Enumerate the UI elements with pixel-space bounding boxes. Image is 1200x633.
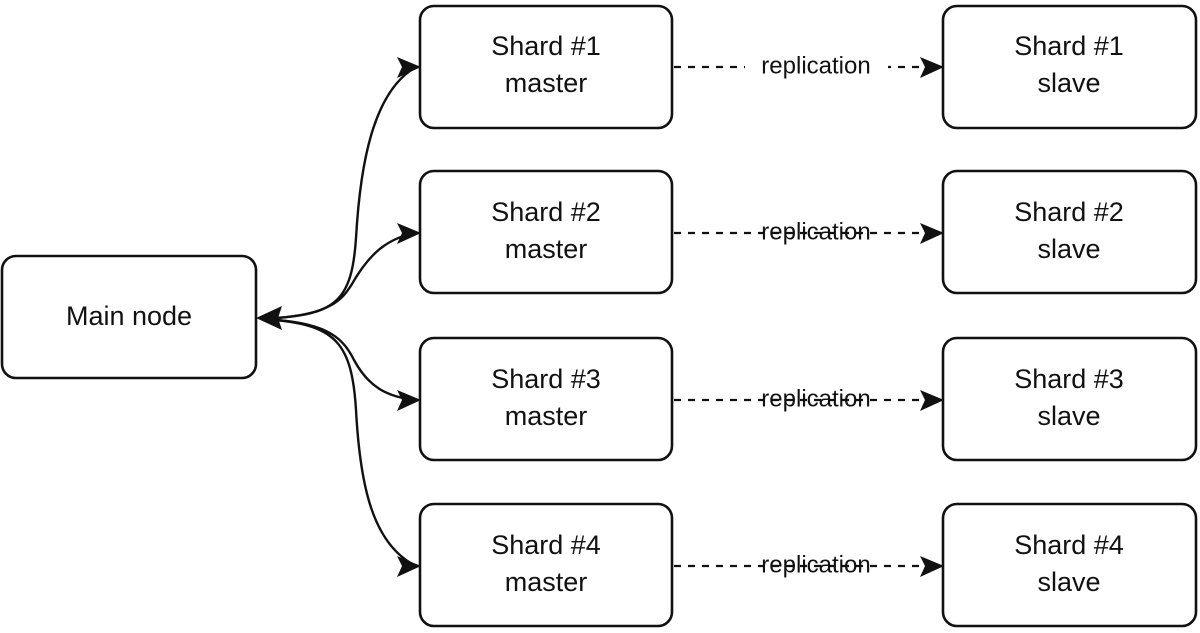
replication-label-2: replication: [761, 218, 870, 245]
connector-main-to-shard4: [275, 318, 417, 568]
shard-4-slave-label-line2: slave: [1037, 567, 1100, 597]
shard-4-master-label-line1: Shard #4: [491, 530, 601, 560]
replication-label-backdrop-1: [745, 53, 888, 81]
arrowhead-into-shard2-slave: [920, 223, 944, 244]
shard-4-slave[interactable]: Shard #4 slave: [941, 502, 1198, 628]
connector-main-to-shard1: [275, 65, 417, 320]
shard-4-master-box[interactable]: [418, 502, 674, 628]
shard-4-master[interactable]: Shard #4 master: [418, 502, 674, 628]
arrowhead-into-shard4-slave: [920, 556, 944, 577]
shard-3-slave-box[interactable]: [941, 336, 1198, 462]
shard-2-slave-label-line2: slave: [1037, 234, 1100, 264]
shard-row-2: replication Shard #2 master Shard #2 sla…: [418, 169, 1198, 295]
shard-1-slave-label-line2: slave: [1037, 68, 1100, 98]
shard-3-slave[interactable]: Shard #3 slave: [941, 336, 1198, 462]
shard-1-slave-label-line1: Shard #1: [1014, 31, 1124, 61]
shard-1-master-label-line1: Shard #1: [491, 31, 601, 61]
shard-3-master-label-line2: master: [505, 401, 588, 431]
shard-2-master[interactable]: Shard #2 master: [418, 169, 674, 295]
replication-label-4: replication: [761, 551, 870, 578]
shard-1-master-box[interactable]: [418, 4, 674, 130]
shard-3-master[interactable]: Shard #3 master: [418, 336, 674, 462]
shard-3-master-label-line1: Shard #3: [491, 364, 601, 394]
replication-label-3: replication: [761, 385, 870, 412]
shard-row-1: replication Shard #1 master Shard #1 sla…: [418, 4, 1198, 130]
arrowhead-into-shard4-master: [397, 556, 421, 577]
main-node-label: Main node: [66, 301, 192, 331]
shard-2-slave[interactable]: Shard #2 slave: [941, 169, 1198, 295]
shard-4-master-label-line2: master: [505, 567, 588, 597]
shard-2-slave-label-line1: Shard #2: [1014, 197, 1124, 227]
shard-3-slave-label-line1: Shard #3: [1014, 364, 1124, 394]
arrowhead-into-shard3-slave: [920, 390, 944, 411]
shard-2-slave-box[interactable]: [941, 169, 1198, 295]
arrowhead-into-main-node: [256, 306, 282, 330]
shard-3-master-box[interactable]: [418, 336, 674, 462]
connector-main-to-shard2: [275, 231, 417, 320]
shard-1-slave-box[interactable]: [941, 4, 1198, 130]
connector-main-to-shard3: [275, 318, 417, 402]
shard-1-slave[interactable]: Shard #1 slave: [941, 4, 1198, 130]
arrowhead-into-shard3-master: [397, 390, 421, 411]
shard-3-slave-label-line2: slave: [1037, 401, 1100, 431]
shard-1-master-label-line2: master: [505, 68, 588, 98]
shard-row-3: replication Shard #3 master Shard #3 sla…: [418, 336, 1198, 462]
shard-4-slave-label-line1: Shard #4: [1014, 530, 1124, 560]
arrowhead-into-shard2-master: [397, 223, 421, 244]
shard-2-master-label-line2: master: [505, 234, 588, 264]
main-node-to-masters-connectors: [256, 57, 421, 577]
replication-label-1: replication: [761, 52, 870, 79]
shard-row-4: replication Shard #4 master Shard #4 sla…: [418, 502, 1198, 628]
main-node-box[interactable]: [0, 254, 258, 380]
arrowhead-into-shard1-master: [397, 57, 421, 78]
main-node[interactable]: Main node: [0, 254, 258, 380]
arrowhead-into-shard1-slave: [920, 57, 944, 78]
shard-4-slave-box[interactable]: [941, 502, 1198, 628]
shard-2-master-label-line1: Shard #2: [491, 197, 601, 227]
shard-2-master-box[interactable]: [418, 169, 674, 295]
shard-1-master[interactable]: Shard #1 master: [418, 4, 674, 130]
